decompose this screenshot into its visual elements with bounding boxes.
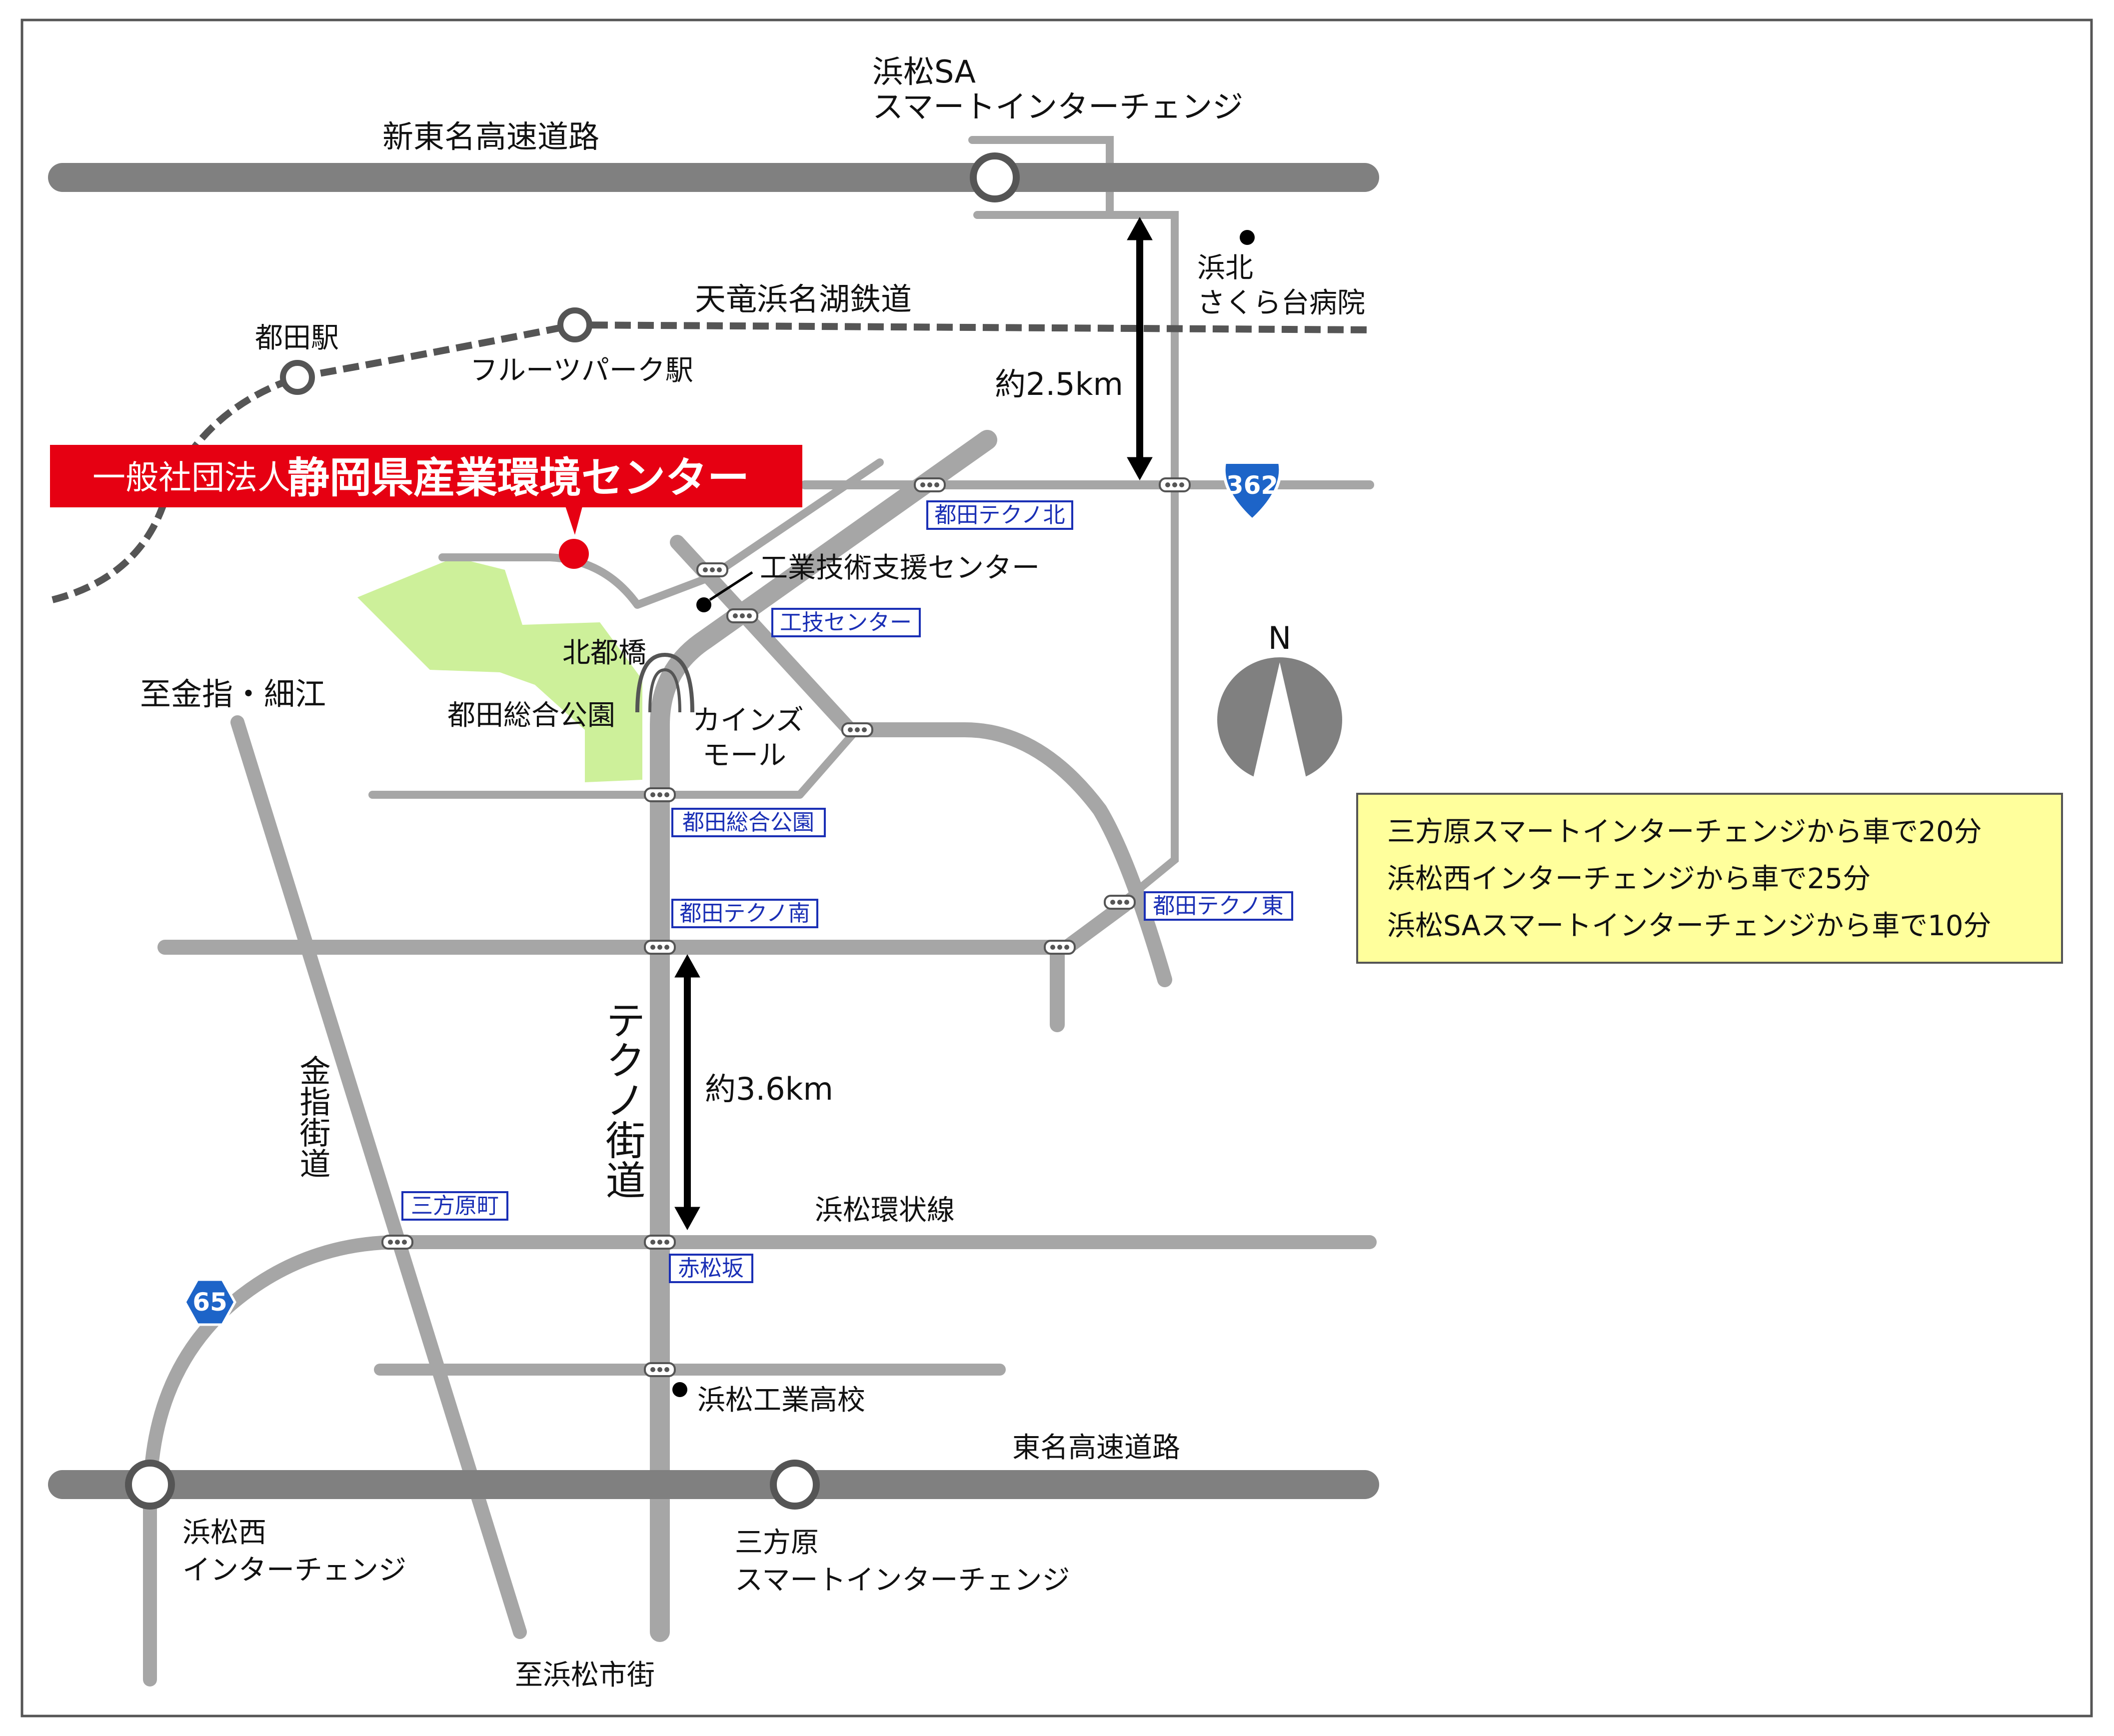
svg-text:浜松工業高校: 浜松工業高校 — [697, 1384, 865, 1417]
svg-text:インターチェンジ: インターチェンジ — [182, 1554, 406, 1587]
fruit-park-station-icon — [557, 307, 592, 342]
route-65-shield: 65 — [183, 1278, 236, 1326]
kita-miyakoda-bridge-icon — [635, 652, 694, 713]
svg-text:都田テクノ東: 都田テクノ東 — [1153, 893, 1283, 919]
svg-text:都田総合公園: 都田総合公園 — [682, 810, 814, 835]
access-info-box: 三方原スマートインターチェンジから車で20分 浜松西インターチェンジから車で25… — [1356, 793, 2063, 964]
svg-text:三方原町: 三方原町 — [411, 1193, 499, 1219]
svg-text:フルーツパーク駅: フルーツパーク駅 — [470, 354, 693, 387]
svg-text:約3.6km: 約3.6km — [705, 1071, 833, 1107]
techno-kaido-label: テクノ街道 — [599, 1000, 646, 1200]
svg-text:さくら台病院: さくら台病院 — [1197, 287, 1365, 319]
svg-text:北都橋: 北都橋 — [562, 637, 646, 669]
svg-text:浜松SA: 浜松SA — [872, 53, 976, 90]
svg-text:天竜浜名湖鉄道: 天竜浜名湖鉄道 — [695, 281, 912, 317]
kogyo-gijutsu-dot — [696, 597, 711, 612]
route-362-shield: 362 — [1222, 461, 1282, 522]
distance-arrows — [674, 216, 1153, 1231]
access-info-1: 三方原スマートインターチェンジから車で20分 — [1387, 816, 1982, 848]
facility-title-banner: 一般社団法人 静岡県産業環境センター — [50, 445, 802, 507]
railway-line — [51, 321, 1373, 603]
svg-text:新東名高速道路: 新東名高速道路 — [382, 118, 599, 155]
miyakoda-park-area — [357, 557, 642, 782]
svg-text:カインズ: カインズ — [692, 704, 804, 737]
mikatahara-ic-icon — [770, 1460, 820, 1510]
access-info-2: 浜松西インターチェンジから車で25分 — [1387, 863, 1871, 895]
svg-text:モール: モール — [702, 739, 786, 772]
hamamatsu-kogyo-dot — [672, 1382, 687, 1397]
svg-text:都田駅: 都田駅 — [255, 322, 339, 354]
svg-text:東名高速道路: 東名高速道路 — [1012, 1432, 1180, 1464]
svg-text:362: 362 — [1226, 471, 1278, 500]
hamamatsu-nishi-ic-icon — [125, 1460, 175, 1510]
labels: 新東名高速道路 浜松SA スマートインターチェンジ 浜北 さくら台病院 天竜浜名… — [140, 53, 1365, 1692]
hamamatsu-sa-ic-icon — [970, 152, 1020, 202]
title-name: 静岡県産業環境センター — [287, 453, 749, 502]
kanasashi-kaido-label: 金指街道 — [294, 1055, 331, 1179]
svg-text:スマートインターチェンジ: スマートインターチェンジ — [735, 1564, 1070, 1597]
svg-text:三方原: 三方原 — [735, 1527, 819, 1559]
svg-text:赤松坂: 赤松坂 — [678, 1256, 744, 1281]
svg-text:浜松西: 浜松西 — [182, 1517, 266, 1549]
sakuradai-hospital-dot — [1240, 230, 1255, 245]
svg-text:都田テクノ南: 都田テクノ南 — [679, 901, 810, 926]
signal-icons — [381, 477, 1191, 1377]
location-pin-icon — [559, 539, 589, 569]
svg-text:至金指・細江: 至金指・細江 — [140, 676, 326, 712]
svg-text:N: N — [1268, 620, 1291, 656]
svg-text:浜北: 浜北 — [1197, 252, 1253, 284]
svg-text:都田テクノ北: 都田テクノ北 — [934, 502, 1065, 528]
svg-text:約2.5km: 約2.5km — [995, 366, 1123, 402]
svg-text:浜松環状線: 浜松環状線 — [815, 1194, 955, 1227]
svg-text:65: 65 — [192, 1288, 227, 1317]
svg-text:至浜松市街: 至浜松市街 — [515, 1659, 655, 1692]
compass: N — [1217, 620, 1342, 782]
miyakoda-station-icon — [280, 360, 315, 395]
svg-text:工技センター: 工技センター — [780, 610, 912, 635]
title-prefix: 一般社団法人 — [92, 458, 290, 497]
svg-text:都田総合公園: 都田総合公園 — [447, 699, 615, 732]
expressways — [48, 163, 1379, 1499]
svg-text:工業技術支援センター: 工業技術支援センター — [760, 552, 1040, 584]
svg-text:スマートインターチェンジ: スマートインターチェンジ — [872, 88, 1243, 125]
intersection-labels: 都田テクノ北 工技センター 都田総合公園 都田テクノ南 都田テクノ東 三方原町 … — [401, 500, 1293, 1283]
access-info-3: 浜松SAスマートインターチェンジから車で10分 — [1387, 910, 1991, 942]
